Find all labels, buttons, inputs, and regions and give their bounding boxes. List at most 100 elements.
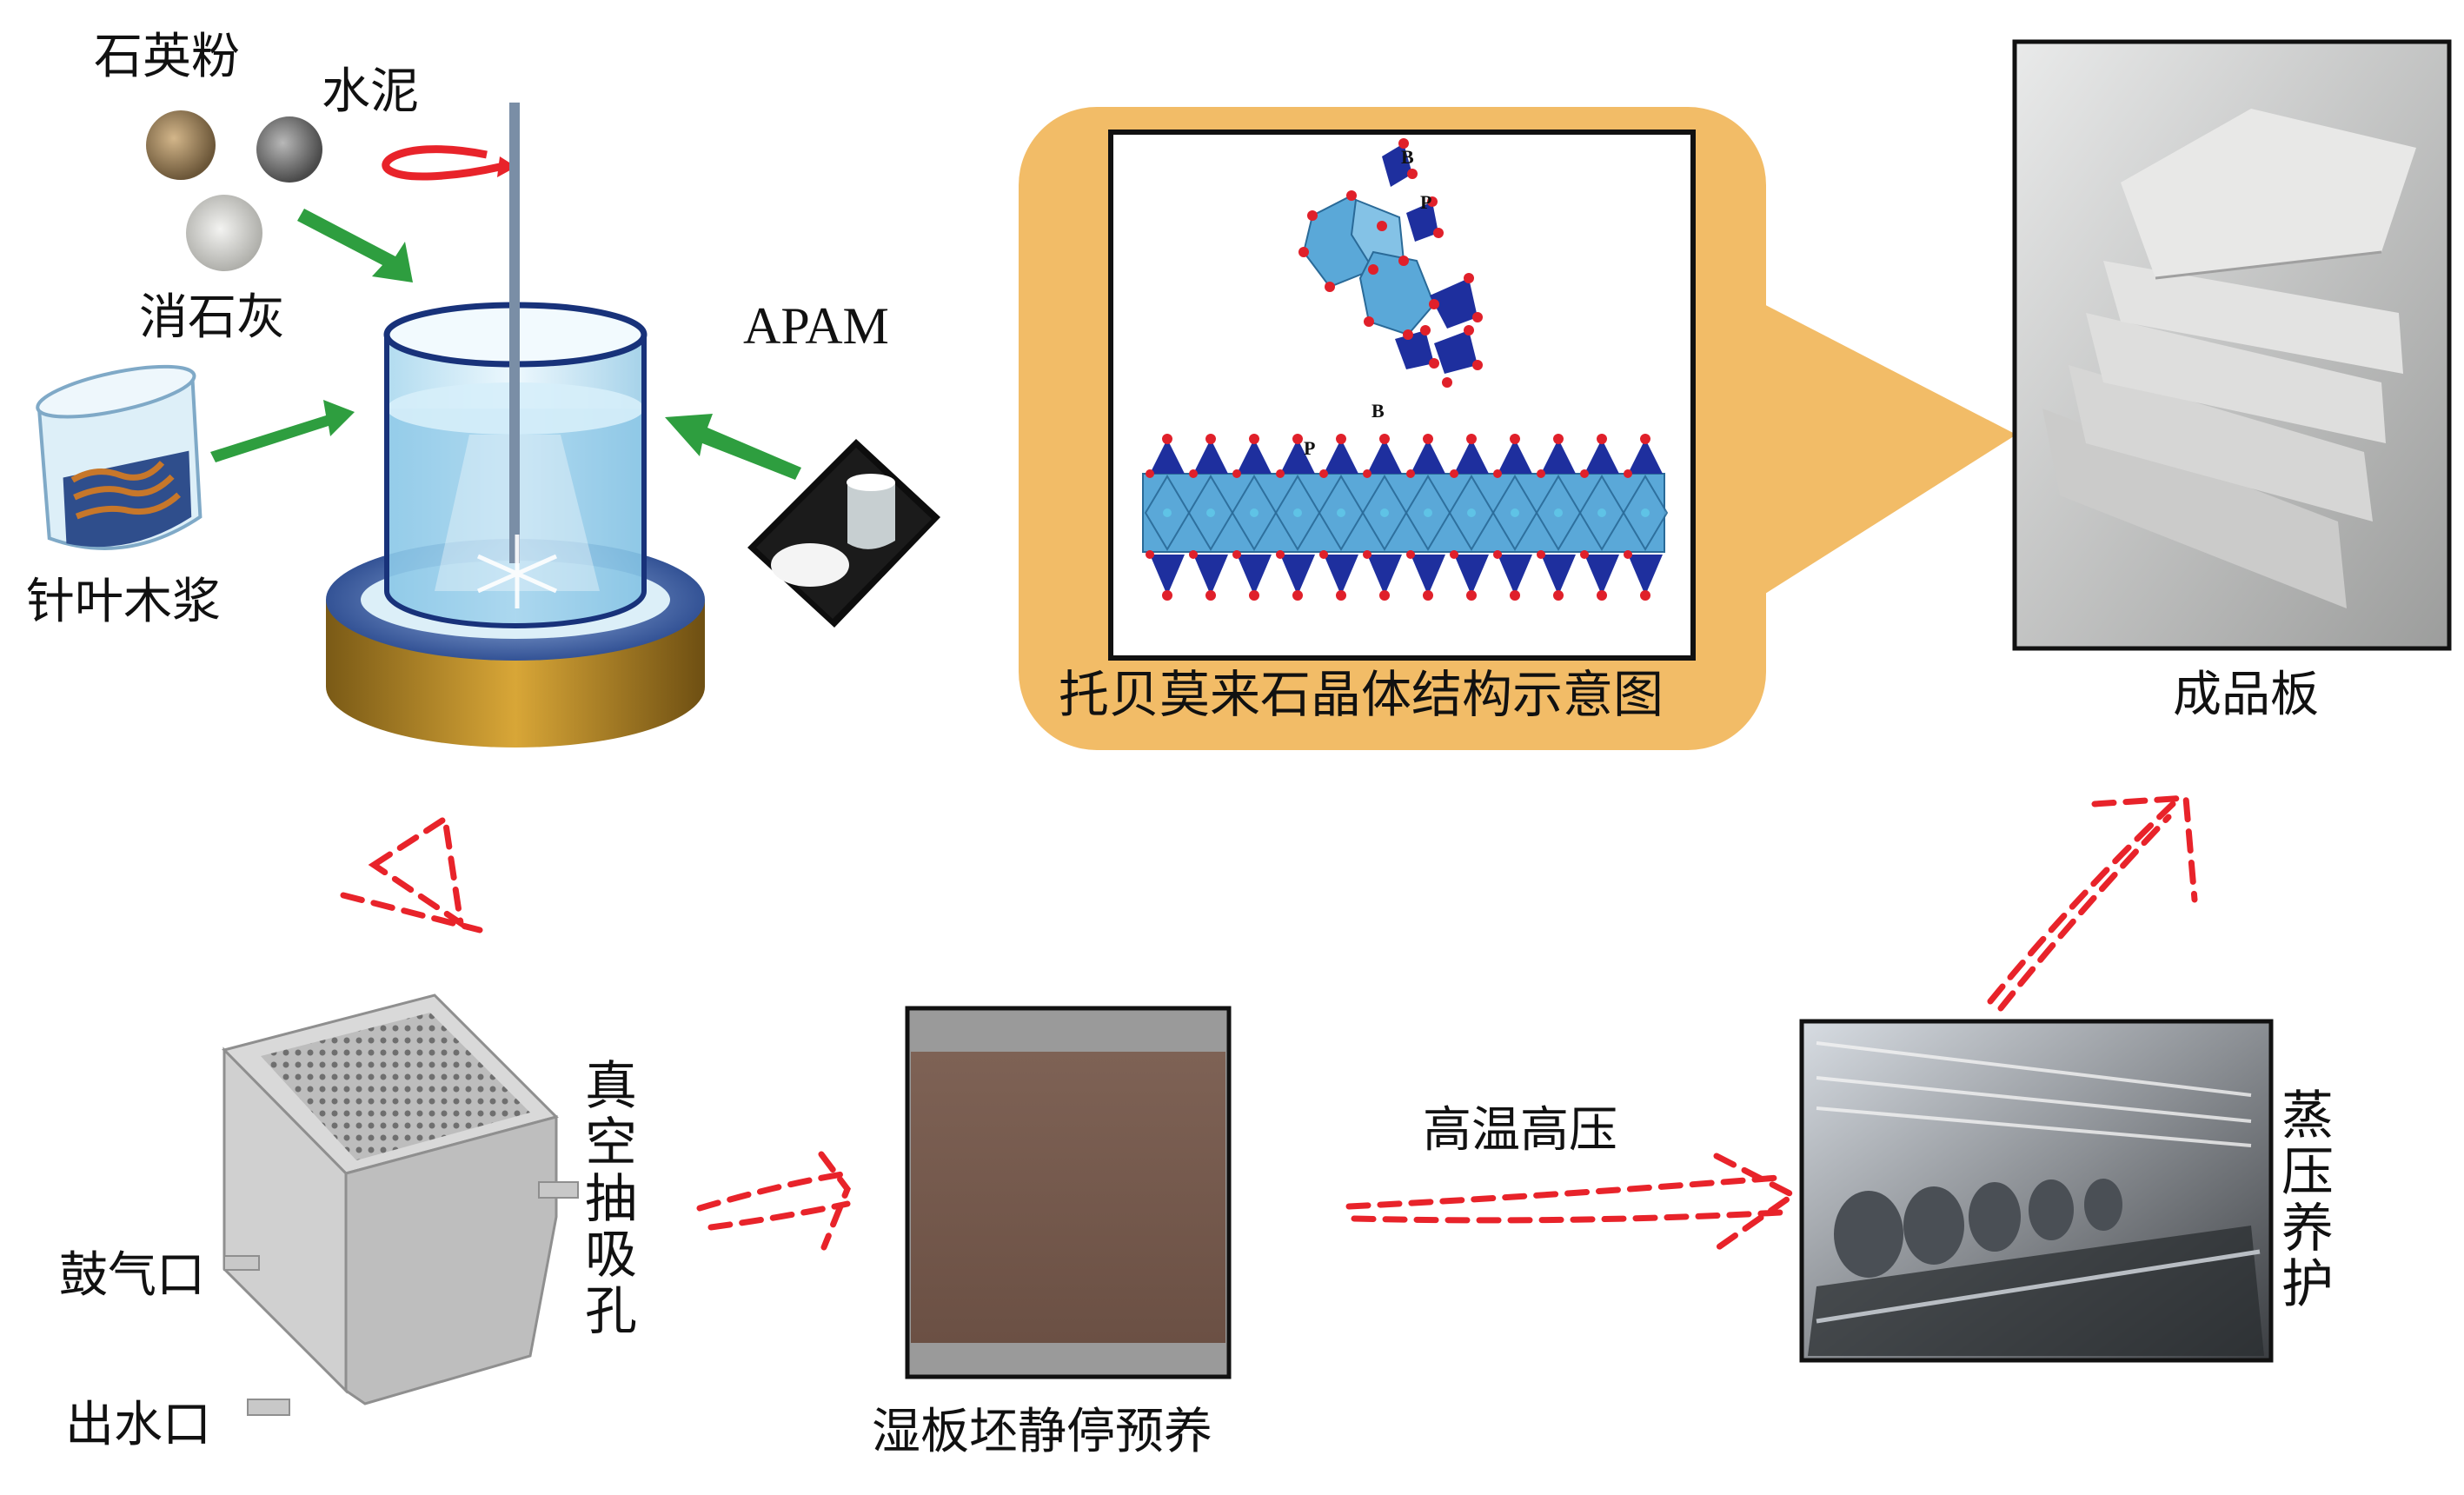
oxygen-atom [1189, 550, 1198, 559]
calcium-atom [1293, 508, 1302, 517]
oxygen-atom [1379, 590, 1390, 601]
silicate-tetrahedron [1367, 555, 1402, 595]
oxygen-atom [1406, 550, 1415, 559]
oxygen-atom [1597, 590, 1607, 601]
oxygen-atom [1292, 590, 1303, 601]
oxygen-atom [1640, 434, 1650, 444]
calcium-atom [1206, 508, 1215, 517]
oxygen-atom [1298, 247, 1309, 257]
hydrated-lime-label: 消石灰 [139, 289, 285, 346]
silicate-tetrahedron [1150, 439, 1185, 474]
oxygen-atom [1429, 299, 1439, 309]
oxygen-atom [1368, 264, 1378, 275]
silicate-tetrahedron [1324, 439, 1358, 474]
wet-board-preforming-label: 湿板坯静停预养 [872, 1404, 1212, 1460]
hydrated-lime-icon [186, 195, 262, 271]
atom-label-b-chain: B [1371, 400, 1385, 422]
wet-board-photo [905, 1006, 1232, 1379]
oxygen-atom [1537, 550, 1545, 559]
calcium-atom [1467, 508, 1476, 517]
water-outlet-label: 出水口 [65, 1397, 211, 1453]
silicate-tetrahedron [1498, 439, 1532, 474]
silicate-tetrahedron [1193, 439, 1228, 474]
oxygen-atom [1640, 590, 1650, 601]
calcium-atom [1424, 508, 1432, 517]
vacuum-suction-hole-label: 真空抽吸孔 [585, 1056, 637, 1343]
oxygen-atom [1276, 550, 1285, 559]
calcium-atom [1337, 508, 1345, 517]
autoclave-factory-photo [1799, 1019, 2274, 1363]
pulp-beaker-icon [36, 364, 203, 550]
rotation-arrow-icon [382, 145, 516, 181]
oxygen-atom [1146, 550, 1154, 559]
flow-arrow-to-product [1987, 794, 2198, 1012]
silicate-tetrahedron [1541, 439, 1576, 474]
oxygen-atom [1493, 550, 1502, 559]
oxygen-atom [1398, 138, 1409, 149]
oxygen-atom [1624, 550, 1632, 559]
autoclave-curing-label: 蒸压养护 [2281, 1086, 2334, 1316]
silicate-tetrahedron [1454, 555, 1489, 595]
silicate-tetrahedron [1411, 555, 1445, 595]
quartz-powder-icon [146, 110, 216, 180]
oxygen-atom [1364, 316, 1374, 327]
oxygen-atom [1423, 434, 1433, 444]
oxygen-atom [1407, 169, 1418, 179]
quartz-powder-label: 石英粉 [94, 29, 240, 85]
oxygen-atom [1510, 434, 1520, 444]
oxygen-atom [1472, 360, 1483, 370]
oxygen-atom [1232, 469, 1241, 478]
green-arrow-icon [210, 209, 801, 480]
oxygen-atom [1597, 434, 1607, 444]
oxygen-atom [1537, 469, 1545, 478]
cement-label: 水泥 [322, 63, 419, 120]
cement-powder-icon [256, 116, 322, 183]
oxygen-atom [1423, 590, 1433, 601]
air-inlet-label: 鼓气口 [59, 1247, 205, 1304]
silicate-tetrahedron [1498, 555, 1532, 595]
atom-label-b-top: B [1401, 146, 1414, 168]
oxygen-atom [1624, 469, 1632, 478]
oxygen-atom [1510, 590, 1520, 601]
crystal-structure-panel [1108, 130, 1696, 661]
oxygen-atom [1346, 190, 1357, 201]
finished-board-photo [2012, 39, 2452, 651]
oxygen-atom [1433, 228, 1444, 238]
calcium-atom [1554, 508, 1563, 517]
oxygen-atom [1205, 434, 1216, 444]
top-octahedra-cluster [1302, 143, 1478, 374]
atom-label-p-chain: P [1304, 437, 1316, 459]
calcium-atom [1250, 508, 1259, 517]
oxygen-atom [1146, 469, 1154, 478]
silicate-tetrahedron [1584, 439, 1619, 474]
silicate-tetrahedron [1237, 439, 1272, 474]
oxygen-atom [1363, 550, 1371, 559]
oxygen-atom [1319, 550, 1328, 559]
softwood-pulp-label: 针叶木浆 [26, 574, 221, 630]
mixing-beaker [383, 103, 648, 628]
oxygen-atom [1406, 469, 1415, 478]
oxygen-atom [1398, 256, 1409, 266]
vacuum-dewatering-box [222, 993, 579, 1416]
calcium-atom [1511, 508, 1519, 517]
oxygen-atom [1307, 210, 1318, 221]
oxygen-atom [1292, 434, 1303, 444]
high-temp-pressure-label: 高温高压 [1423, 1102, 1617, 1159]
oxygen-atom [1363, 469, 1371, 478]
oxygen-atom [1325, 282, 1335, 292]
oxygen-atom [1464, 273, 1474, 283]
silicate-tetrahedron [1237, 555, 1272, 595]
silicate-tetrahedron [1454, 439, 1489, 474]
oxygen-atom [1232, 550, 1241, 559]
top-cluster-atoms [1298, 138, 1483, 388]
oxygen-atom [1472, 312, 1483, 322]
silicate-tetrahedron [1193, 555, 1228, 595]
apam-sample-photo [747, 439, 940, 628]
calcium-atom [1597, 508, 1606, 517]
oxygen-atom [1553, 434, 1564, 444]
silicate-tetrahedron [1628, 439, 1663, 474]
flow-arrow-to-wet-board [696, 1151, 851, 1251]
silicate-tetrahedron [1324, 555, 1358, 595]
oxygen-atom [1249, 434, 1259, 444]
